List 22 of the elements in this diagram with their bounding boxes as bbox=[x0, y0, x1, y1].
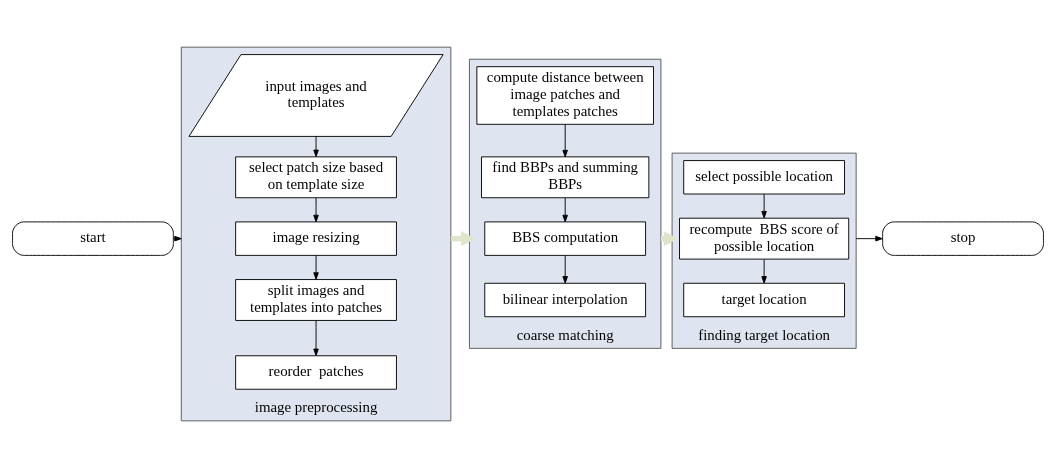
arrow bbox=[761, 258, 767, 284]
node-box: find BBPs and summing BBPs bbox=[481, 156, 650, 199]
node-box: bilinear interpolation bbox=[484, 282, 647, 318]
arrow bbox=[313, 320, 319, 357]
node-box: reorder patches bbox=[235, 355, 397, 390]
arrow bbox=[313, 255, 319, 280]
arrow bbox=[562, 255, 568, 284]
node-box: BBS computation bbox=[484, 221, 647, 256]
node-box: split images and templates into patches bbox=[235, 279, 397, 321]
arrow bbox=[562, 123, 568, 158]
arrow bbox=[855, 235, 883, 242]
node-box: target location bbox=[683, 282, 845, 318]
node-box: select possible location bbox=[683, 160, 845, 195]
node-box: recompute BBS score of possible location bbox=[679, 217, 850, 260]
node-box: image resizing bbox=[235, 221, 397, 256]
arrow bbox=[562, 197, 568, 223]
node-box: select patch size based on template size bbox=[235, 156, 397, 199]
arrow bbox=[313, 197, 319, 223]
arrow bbox=[761, 193, 767, 219]
node-box: compute distance between image patches and templates patches bbox=[476, 66, 654, 125]
arrow bbox=[313, 135, 319, 158]
node-box: stop bbox=[882, 221, 1044, 256]
